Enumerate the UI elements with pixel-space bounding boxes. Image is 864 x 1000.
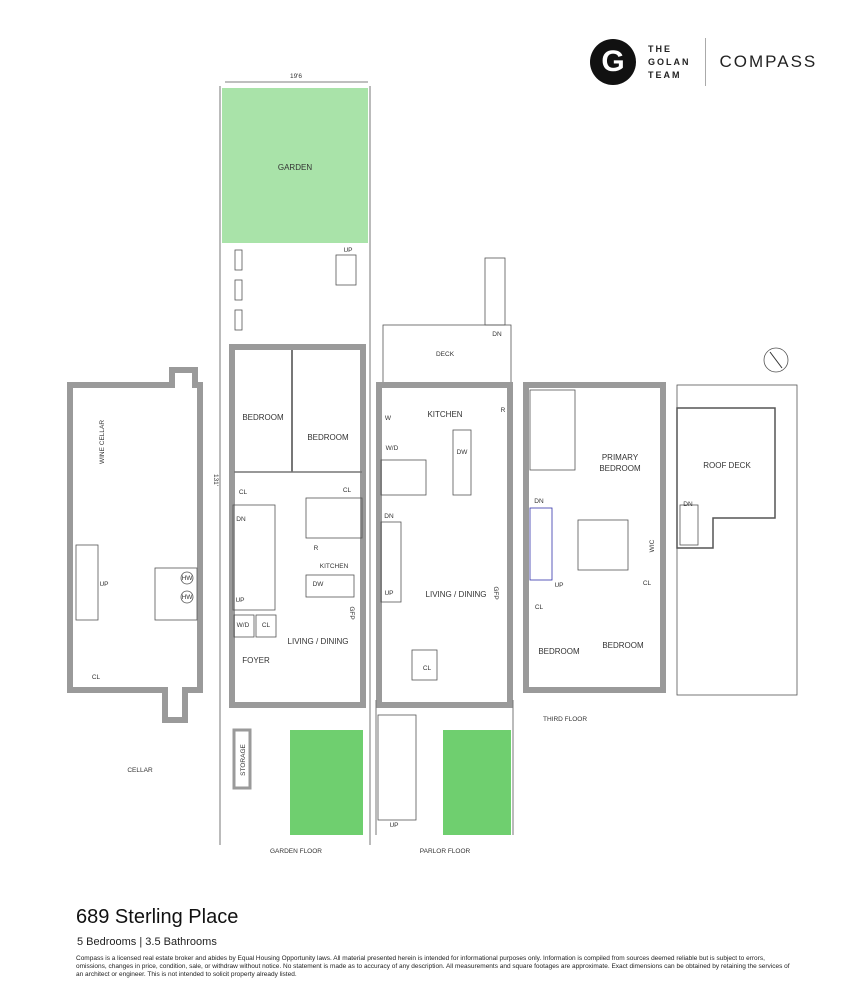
svg-text:W/D: W/D xyxy=(237,622,250,629)
svg-text:KITCHEN: KITCHEN xyxy=(320,563,349,570)
svg-text:KITCHEN: KITCHEN xyxy=(427,410,462,419)
golan-team-logo-icon: G xyxy=(590,39,636,85)
svg-text:BEDROOM: BEDROOM xyxy=(602,641,644,650)
logo-divider xyxy=(704,38,706,86)
svg-text:DECK: DECK xyxy=(436,351,455,358)
depth-dimension: 131' xyxy=(212,474,219,486)
svg-text:W: W xyxy=(385,415,392,422)
svg-text:UP: UP xyxy=(235,597,244,604)
width-dimension: 19'6 xyxy=(290,73,302,80)
svg-text:CL: CL xyxy=(535,604,544,611)
garden-floor-title: GARDEN FLOOR xyxy=(270,848,322,855)
brand-logo: G THE GOLAN TEAM COMPASS xyxy=(590,38,817,86)
third-floor-title: THIRD FLOOR xyxy=(543,716,587,723)
third-floor-plan: PRIMARY BEDROOM DN UP WIC CL CL BEDROOM … xyxy=(523,382,666,723)
svg-text:UP: UP xyxy=(554,582,563,589)
svg-text:CL: CL xyxy=(262,622,271,629)
svg-text:WINE CELLAR: WINE CELLAR xyxy=(99,420,106,464)
svg-text:W/D: W/D xyxy=(386,445,399,452)
front-garden xyxy=(290,730,363,835)
garden-floor-plan: BEDROOM BEDROOM CL CL DN UP R KITCHEN DW… xyxy=(229,344,366,855)
svg-text:HW: HW xyxy=(182,575,194,582)
svg-text:STORAGE: STORAGE xyxy=(240,744,247,776)
rear-garden xyxy=(222,88,368,243)
garden-up-label: UP xyxy=(343,247,352,254)
parlor-front-garden xyxy=(443,730,511,835)
svg-text:R: R xyxy=(501,407,506,414)
svg-text:PRIMARY: PRIMARY xyxy=(602,453,639,462)
svg-text:DN: DN xyxy=(236,516,246,523)
property-summary: 5 Bedrooms | 3.5 Bathrooms xyxy=(77,936,217,948)
property-address: 689 Sterling Place xyxy=(76,906,239,928)
svg-text:DN: DN xyxy=(683,501,693,508)
svg-text:WIC: WIC xyxy=(649,539,656,552)
svg-text:CL: CL xyxy=(343,487,352,494)
svg-text:DW: DW xyxy=(457,449,469,456)
svg-text:DN: DN xyxy=(384,513,394,520)
svg-text:DN: DN xyxy=(534,498,544,505)
roof-plan: ROOF DECK DN xyxy=(676,347,798,696)
svg-text:LIVING / DINING: LIVING / DINING xyxy=(288,637,349,646)
svg-text:CL: CL xyxy=(643,580,652,587)
cellar-title: CELLAR xyxy=(127,767,153,774)
disclaimer: Compass is a licensed real estate broker… xyxy=(76,955,790,978)
svg-text:GFP: GFP xyxy=(348,606,355,619)
svg-text:CL: CL xyxy=(423,665,432,672)
svg-text:UP: UP xyxy=(389,822,398,829)
svg-text:BEDROOM: BEDROOM xyxy=(538,647,580,656)
compass-logo: COMPASS xyxy=(719,52,818,71)
svg-text:UP: UP xyxy=(99,581,108,588)
svg-text:R: R xyxy=(314,545,319,552)
parlor-floor-plan: DECK DN KITCHEN W R W/D DW DN UP LIVING … xyxy=(375,257,514,855)
garden-label: GARDEN xyxy=(278,163,312,172)
svg-text:DN: DN xyxy=(492,331,502,338)
garden-stair-icon xyxy=(335,254,357,286)
svg-text:HW: HW xyxy=(182,594,194,601)
svg-text:BEDROOM: BEDROOM xyxy=(307,433,349,442)
svg-text:ROOF DECK: ROOF DECK xyxy=(703,461,751,470)
svg-text:FOYER: FOYER xyxy=(242,656,270,665)
svg-text:CL: CL xyxy=(239,489,248,496)
svg-text:UP: UP xyxy=(384,590,393,597)
svg-text:BEDROOM: BEDROOM xyxy=(242,413,284,422)
north-compass-icon xyxy=(763,347,789,373)
cellar-plan: WINE CELLAR UP HW HW CL CELLAR xyxy=(67,367,203,774)
svg-text:DW: DW xyxy=(313,581,325,588)
svg-text:BEDROOM: BEDROOM xyxy=(599,464,641,473)
svg-text:LIVING / DINING: LIVING / DINING xyxy=(426,590,487,599)
team-name: THE GOLAN TEAM xyxy=(648,43,691,80)
svg-text:GFP: GFP xyxy=(492,586,499,599)
parlor-floor-title: PARLOR FLOOR xyxy=(420,848,471,855)
svg-text:CL: CL xyxy=(92,674,101,681)
